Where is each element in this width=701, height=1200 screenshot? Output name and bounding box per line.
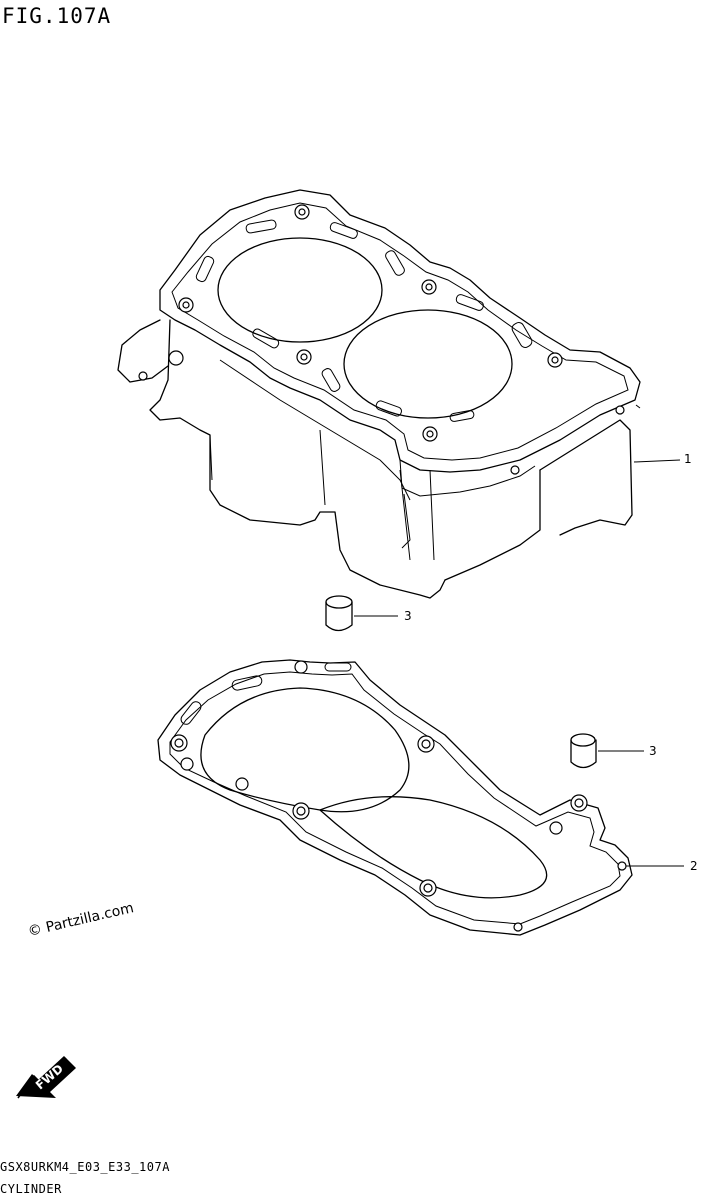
- base-gasket[interactable]: [157, 659, 633, 936]
- figure-code: GSX8URKM4_E03_E33_107A: [0, 1160, 170, 1174]
- cylinder-block[interactable]: [117, 189, 641, 599]
- callout-3-upper-number: 3: [404, 609, 412, 623]
- figure-title: FIG.107A: [2, 4, 112, 28]
- dowel-pin-upper[interactable]: [325, 595, 353, 632]
- fwd-arrow-icon: FWD: [16, 1056, 76, 1099]
- callout-3-lower-number: 3: [649, 744, 657, 758]
- callout-1-number: 1: [684, 452, 692, 466]
- dowel-pin-lower[interactable]: [570, 733, 597, 769]
- callout-2-number: 2: [690, 859, 698, 873]
- callout-1-leader: [633, 459, 681, 463]
- figure-name: CYLINDER: [0, 1182, 62, 1196]
